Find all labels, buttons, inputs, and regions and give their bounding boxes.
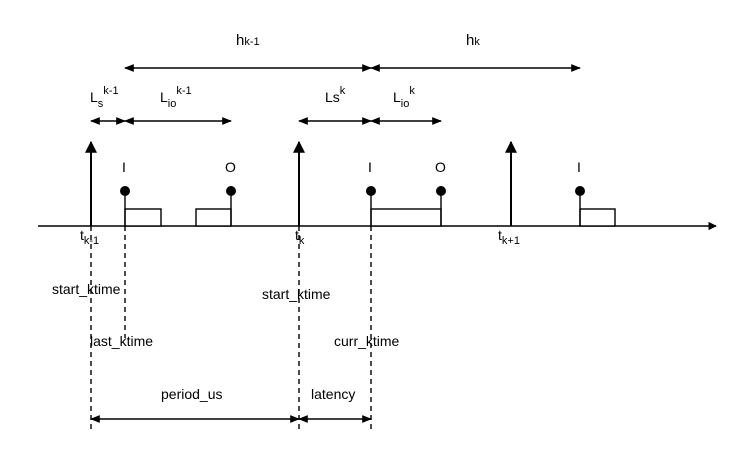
lio-prev-label: Liok-1 [160,85,192,110]
tick-label-cur: tk [295,227,305,247]
input-label-1: I [122,159,126,175]
start-ktime-label-2: start_ktime [262,286,331,302]
last-ktime-label: last_ktime [90,333,153,349]
input-dot-2 [366,186,376,196]
exec-box-input-next [579,208,616,227]
start-ktime-label-1: start_ktime [52,281,121,297]
curr-ktime-label: curr_ktime [334,333,400,349]
exec-box-io-cur [370,208,442,227]
input-label-2: I [368,159,372,175]
h-prev-label: hk-1 [236,32,260,49]
tick-label-next: tk+1 [498,227,520,247]
lio-cur-label: Liok [393,85,415,110]
input-label-3: I [577,159,581,175]
output-dot-2 [436,186,446,196]
output-label-1: O [225,159,236,175]
latency-label: latency [311,386,355,402]
period-us-label: period_us [161,386,223,402]
h-cur-label: hk [466,32,480,49]
output-dot-1 [226,186,236,196]
exec-box-output-prev [195,208,232,227]
output-label-2: O [435,159,446,175]
exec-box-input-prev [124,208,162,227]
input-dot-1 [120,186,130,196]
ls-prev-label: Lsk-1 [90,85,119,110]
tick-label-prev: tk-1 [80,227,99,247]
ls-cur-label: Lsk [325,85,346,105]
input-dot-3 [575,186,585,196]
